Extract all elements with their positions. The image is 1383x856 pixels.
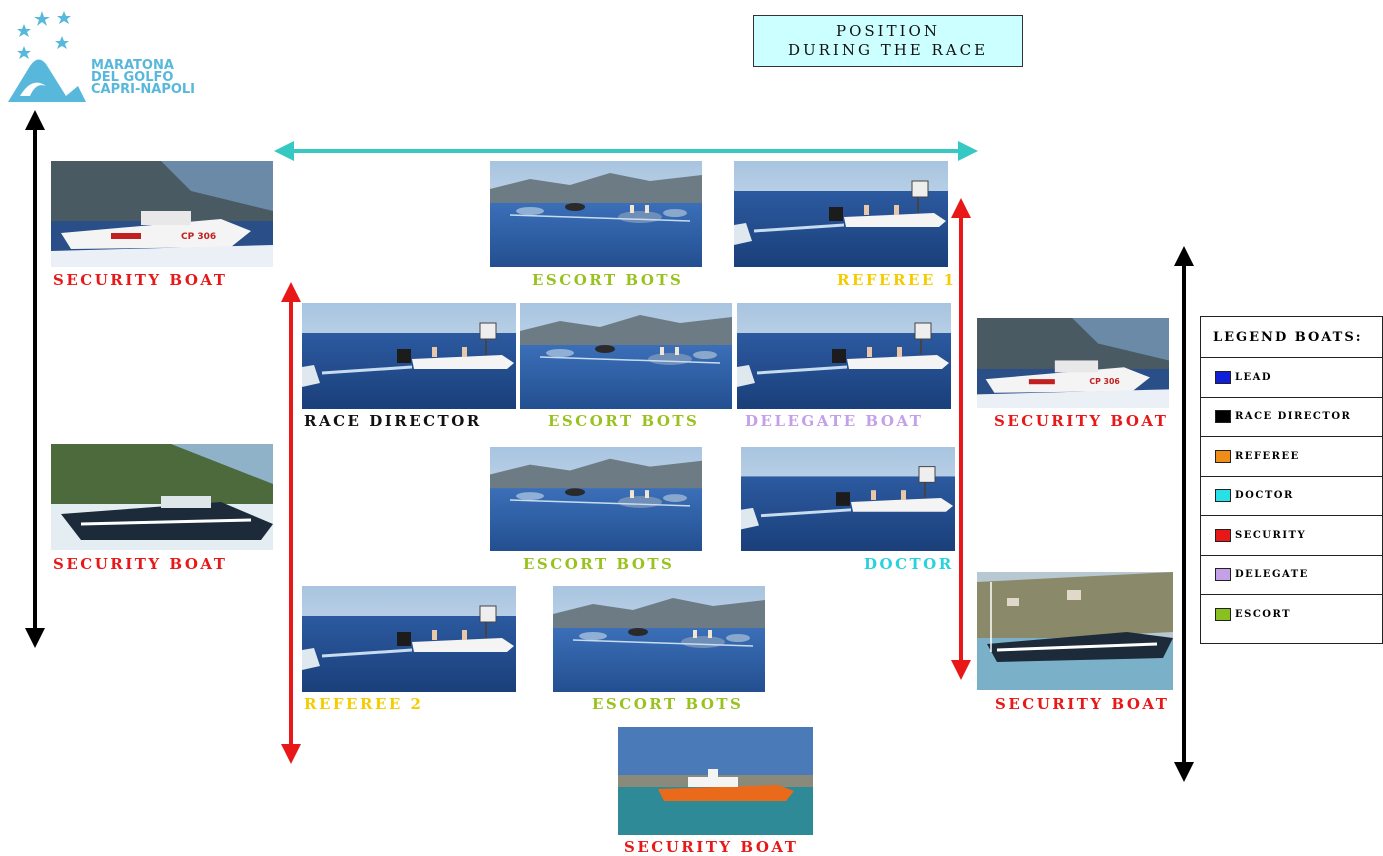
photo-referee-2 [302,586,516,692]
legend-item: DELEGATE [1201,556,1382,595]
legend-item-label: LEAD [1235,371,1273,383]
arrow-mid-right-red [951,198,971,680]
label-security-boat-top-left: SECURITY BOAT [53,271,228,289]
page-title: POSITION DURING THE RACE [753,15,1023,67]
legend-swatch [1215,608,1231,622]
photo-race-director [302,303,516,409]
legend-swatch [1215,568,1231,582]
svg-text:CP 306: CP 306 [1089,377,1119,386]
photo-delegate [737,303,951,409]
logo-line-2: DEL GOLFO [91,70,174,85]
label-escort-4: ESCORT BOTS [592,695,744,713]
legend-item: SECURITY [1201,516,1382,556]
legend-swatch [1215,370,1231,384]
legend-item-label: RACE DIRECTOR [1235,411,1352,423]
wave-logo-icon [8,11,86,102]
arrow-right-black [1174,246,1194,782]
legend-item: RACE DIRECTOR [1201,398,1382,437]
legend-item-label: DELEGATE [1235,569,1309,581]
svg-text:CP 306: CP 306 [181,232,216,242]
photo-escort-4 [553,586,765,692]
title-line-2: DURING THE RACE [787,41,989,59]
legend-title: LEGEND BOATS: [1201,317,1382,358]
legend-item-label: REFEREE [1235,450,1300,462]
legend-item: LEAD [1201,358,1382,398]
legend-item: DOCTOR [1201,477,1382,516]
label-security-boat-mid-left: SECURITY BOAT [53,555,228,573]
label-security-boat-right-2: SECURITY BOAT [995,695,1170,713]
title-line-1: POSITION [836,22,940,40]
legend-boats: LEGEND BOATS: LEAD RACE DIRECTOR REFEREE DO… [1200,316,1383,644]
logo-line-3: CAPRI-NAPOLI [91,82,196,97]
arrow-top-cyan [274,141,978,161]
logo-maratona: MARATONA DEL GOLFO CAPRI-NAPOLI [6,6,216,106]
legend-item-label: SECURITY [1235,529,1307,541]
arrow-left-black [25,110,45,648]
logo-line-1: MARATONA [91,58,174,73]
legend-swatch [1215,528,1231,542]
label-security-boat-right-1: SECURITY BOAT [994,412,1169,430]
label-doctor: DOCTOR [864,555,954,573]
arrow-mid-left-red [281,282,301,764]
label-escort-top: ESCORT BOTS [532,271,684,289]
photo-doctor [741,447,955,551]
label-referee-1: REFEREE 1 [837,271,957,289]
label-escort-mid: ESCORT BOTS [548,412,700,430]
photo-escort-mid [520,303,732,409]
legend-item-label: DOCTOR [1235,490,1294,502]
photo-referee-1 [734,161,948,267]
legend-item: REFEREE [1201,437,1382,477]
legend-swatch [1215,489,1231,503]
legend-swatch [1215,410,1231,424]
label-escort-3: ESCORT BOTS [523,555,675,573]
photo-security-boat-mid-left [51,444,273,550]
photo-security-boat-bottom [618,727,813,835]
photo-escort-top [490,161,702,267]
label-race-director: RACE DIRECTOR [304,412,482,430]
label-delegate: DELEGATE BOAT [745,412,924,430]
legend-swatch [1215,449,1231,463]
label-security-boat-bottom: SECURITY BOAT [624,838,799,856]
legend-item: ESCORT [1201,595,1382,635]
label-referee-2: REFEREE 2 [304,695,424,713]
photo-escort-3 [490,447,702,551]
legend-item-label: ESCORT [1235,609,1292,621]
photo-security-boat-right-1: CP 306 [977,318,1169,408]
photo-security-boat-top-left: CP 306 [51,161,273,267]
photo-security-boat-right-2 [977,572,1173,690]
